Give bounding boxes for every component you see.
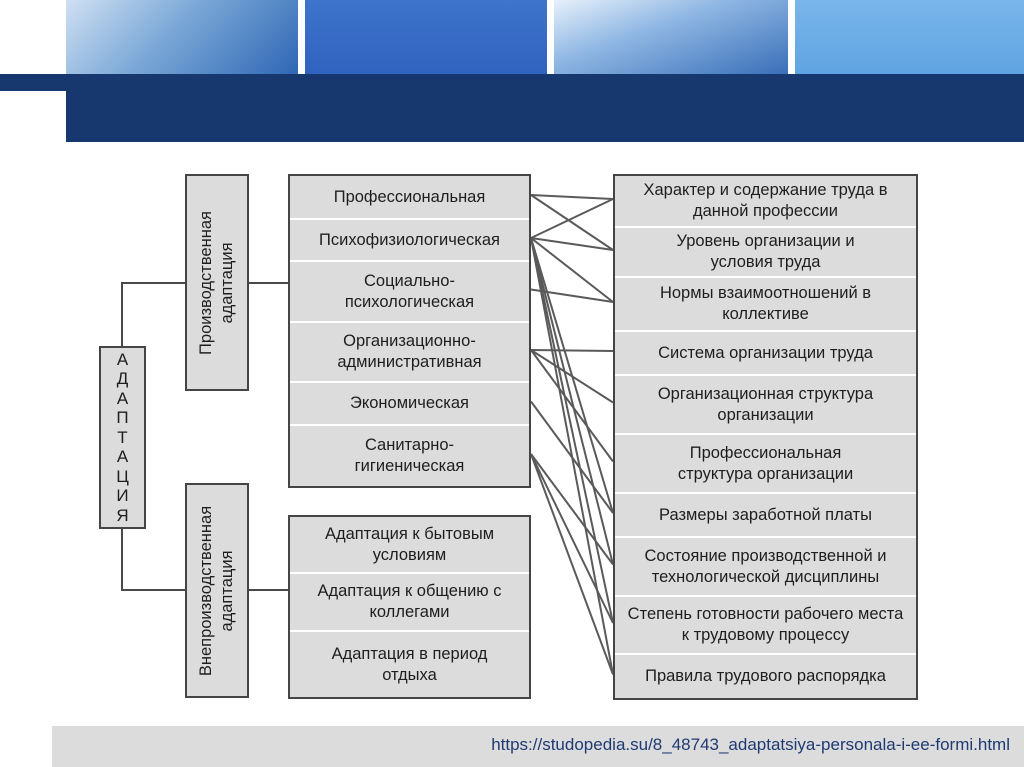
root-letter: Ц — [116, 466, 129, 486]
root-connector — [121, 529, 185, 591]
root-letter: Я — [116, 505, 129, 525]
link-line — [530, 288, 614, 303]
link-line — [530, 453, 614, 566]
factor-item: Система организации труда — [615, 332, 916, 374]
link-line — [530, 453, 614, 675]
root-letter: П — [116, 408, 129, 428]
type-item: Адаптация к бытовым условиям — [290, 517, 529, 572]
root-letter: А — [116, 388, 129, 408]
source-link[interactable]: https://studopedia.su/8_48743_adaptatsiy… — [491, 735, 1010, 754]
factor-item: Профессиональная структура организации — [615, 435, 916, 492]
factor-item: Характер и содержание труда в данной про… — [615, 176, 916, 226]
footer-bar: https://studopedia.su/8_48743_adaptatsiy… — [52, 726, 1024, 767]
type-item: Экономическая — [290, 383, 529, 424]
type-item: Адаптация к общению с коллегами — [290, 574, 529, 630]
banner-image-blue — [305, 0, 547, 74]
header-bar-left — [0, 74, 66, 91]
link-line — [530, 237, 614, 251]
category-nonproduction: Внепроизводственная адаптация — [185, 483, 249, 698]
link-line — [530, 400, 614, 514]
root-connector — [121, 282, 185, 346]
link-line — [530, 453, 614, 624]
factor-item: Степень готовности рабочего места к труд… — [615, 597, 916, 653]
root-letter: А — [116, 349, 129, 369]
factor-item: Правила трудового распорядка — [615, 655, 916, 698]
link-line — [530, 194, 614, 251]
type-item: Психофизиологическая — [290, 220, 529, 260]
factor-item: Нормы взаимоотношений в коллективе — [615, 278, 916, 330]
root-letter: Д — [116, 369, 129, 389]
link-line — [530, 349, 614, 352]
factor-item: Организационная структура организации — [615, 376, 916, 433]
factor-item: Уровень организации и условия труда — [615, 228, 916, 276]
category-label: Внепроизводственная адаптация — [197, 505, 236, 676]
banner-image-buildings — [554, 0, 788, 74]
nonproduction-types-group: Адаптация к бытовым условиям Адаптация к… — [288, 515, 531, 699]
link-line — [530, 349, 614, 463]
type-item: Профессиональная — [290, 176, 529, 218]
type-item: Санитарно-гигиеническая — [290, 426, 529, 486]
type-item: Социально-психологическая — [290, 262, 529, 321]
root-letter: Т — [117, 427, 128, 447]
category-production: Производственная адаптация — [185, 174, 249, 391]
link-line — [530, 349, 614, 404]
factors-group: Характер и содержание труда в данной про… — [613, 174, 918, 700]
link-line — [530, 237, 614, 303]
link-line — [530, 237, 614, 624]
banner-image-keyboard — [66, 0, 298, 74]
type-item: Адаптация в период отдыха — [290, 632, 529, 697]
factor-item: Размеры заработной платы — [615, 494, 916, 536]
type-item: Организационно-административная — [290, 323, 529, 381]
link-line — [530, 194, 614, 200]
link-line — [530, 198, 614, 239]
category-label: Производственная адаптация — [197, 210, 236, 355]
root-letter: И — [116, 486, 129, 506]
factor-item: Состояние производственной и технологиче… — [615, 538, 916, 595]
link-line — [530, 237, 614, 565]
header-bar — [66, 74, 1024, 142]
banner-image-sky — [795, 0, 1024, 74]
production-types-group: Профессиональная Психофизиологическая Со… — [288, 174, 531, 488]
root-letter: А — [116, 447, 129, 467]
